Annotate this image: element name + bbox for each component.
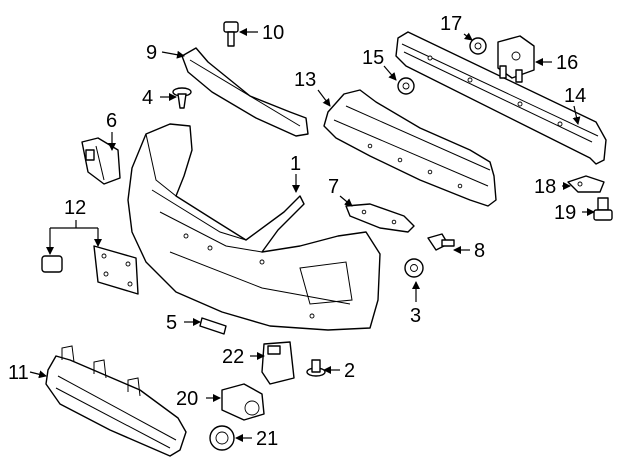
callout-19: 19 xyxy=(554,202,576,224)
callout-9: 9 xyxy=(146,42,157,64)
callout-21: 21 xyxy=(256,428,278,450)
callout-20: 20 xyxy=(176,388,198,410)
nut-17-part xyxy=(469,37,487,55)
parking-sensor-part xyxy=(221,383,265,421)
trim-plate-part xyxy=(199,317,227,335)
callout-3: 3 xyxy=(410,305,421,327)
callout-22: 22 xyxy=(222,346,244,368)
callout-labels: 1 2 3 4 5 6 7 8 9 10 11 12 13 14 15 16 1… xyxy=(8,13,586,450)
sensor-ring-part xyxy=(209,425,235,451)
callout-7: 7 xyxy=(328,176,339,198)
callout-15: 15 xyxy=(362,47,384,69)
sensor-retainer-part xyxy=(261,341,295,385)
energy-absorber-part xyxy=(323,89,497,207)
mount-bracket-part xyxy=(497,35,535,83)
bumper-cover-part xyxy=(127,123,381,331)
callout-5: 5 xyxy=(166,312,177,334)
leader-lines xyxy=(29,28,595,442)
callout-18: 18 xyxy=(534,176,556,198)
callout-2: 2 xyxy=(344,360,355,382)
small-bracket-part xyxy=(567,175,605,193)
clip-2-part xyxy=(306,359,326,377)
push-clip-part xyxy=(172,87,192,109)
nut-part xyxy=(404,258,424,278)
callout-6: 6 xyxy=(106,110,117,132)
callout-11: 11 xyxy=(8,362,29,384)
bolt-19-part xyxy=(593,197,613,221)
callout-8: 8 xyxy=(474,240,485,262)
nut-15-part xyxy=(397,77,415,95)
callout-12: 12 xyxy=(64,197,86,219)
callout-4: 4 xyxy=(142,87,153,109)
flange-bolt-part xyxy=(427,233,455,251)
callout-14: 14 xyxy=(564,85,586,107)
callout-16: 16 xyxy=(556,52,578,74)
lower-grille-part xyxy=(45,345,187,457)
callout-13: 13 xyxy=(294,69,316,91)
callout-1: 1 xyxy=(290,153,301,175)
license-mount-part xyxy=(41,245,139,295)
upper-retainer-part xyxy=(181,47,309,137)
side-support-part xyxy=(345,203,415,233)
side-bracket-part xyxy=(81,137,121,185)
callout-17: 17 xyxy=(440,13,462,35)
callout-10: 10 xyxy=(262,22,284,44)
bolt-part xyxy=(223,21,239,47)
